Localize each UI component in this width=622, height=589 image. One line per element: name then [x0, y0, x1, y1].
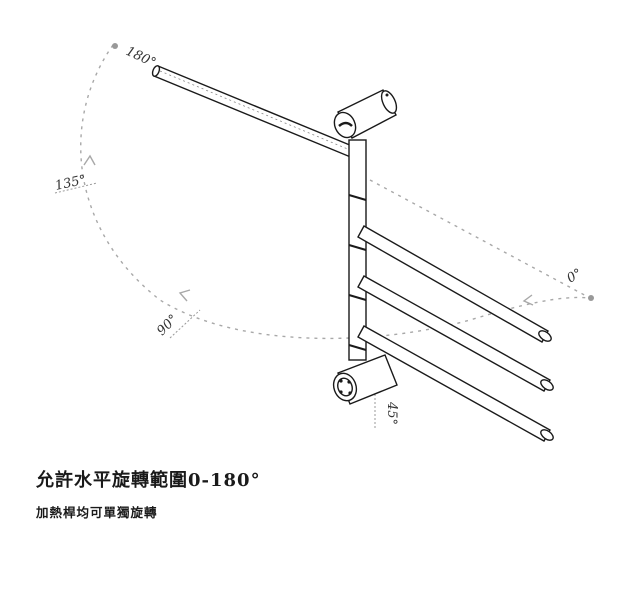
tick-135 [54, 182, 98, 194]
arm-0-middle [357, 275, 554, 392]
rotation-arc [80, 44, 591, 340]
arm-180 [151, 65, 358, 159]
caption-subtitle: 加熱桿均可單獨旋轉 [36, 505, 158, 520]
angle-label-180: 180° [123, 44, 158, 71]
angle-label-90: 90° [154, 312, 181, 339]
arrow-90-icon [178, 289, 191, 302]
top-wall-mount [333, 89, 398, 139]
arc-endpoint-0 [588, 295, 594, 301]
angle-label-45: 45° [384, 401, 399, 425]
caption-title: 允許水平旋轉範圍0-180° [36, 470, 261, 491]
zero-degree-guide [369, 179, 591, 299]
arm-0-lower [357, 325, 554, 442]
angle-label-135: 135° [54, 173, 88, 194]
tick-90 [169, 309, 201, 339]
arrow-0-icon [522, 294, 534, 306]
towel-rack-rotation-diagram: 180° 135° 90° 45° 0° [54, 43, 594, 442]
arm-0-upper [357, 225, 552, 343]
arrow-135-icon [83, 154, 96, 166]
bottom-wall-mount [332, 354, 398, 405]
arc-endpoint-180 [112, 43, 118, 49]
angle-label-0: 0° [565, 266, 585, 286]
vertical-post [348, 139, 367, 361]
